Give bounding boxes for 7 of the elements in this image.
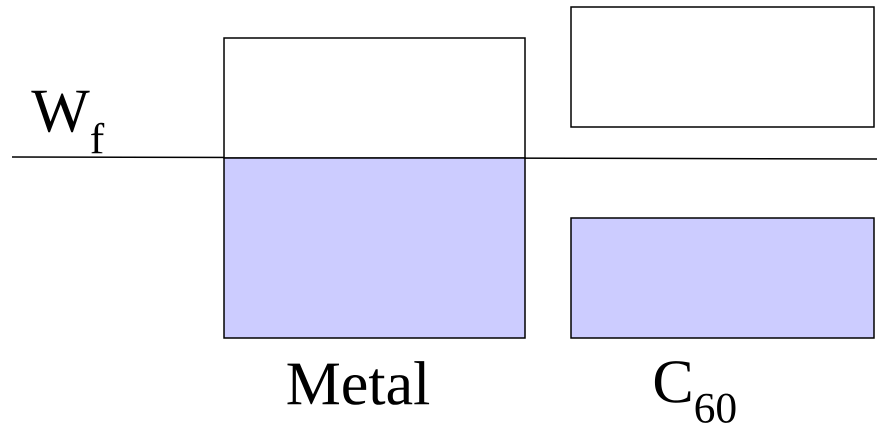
band-box: [570, 6, 875, 128]
band-box: [223, 157, 526, 339]
work-function-label: W$_{f}$: [31, 90, 104, 154]
material-label: Metal: [288, 361, 430, 405]
band-box: [223, 37, 526, 159]
band-box: [570, 217, 875, 339]
material-label: C$_{60}$: [654, 361, 736, 423]
